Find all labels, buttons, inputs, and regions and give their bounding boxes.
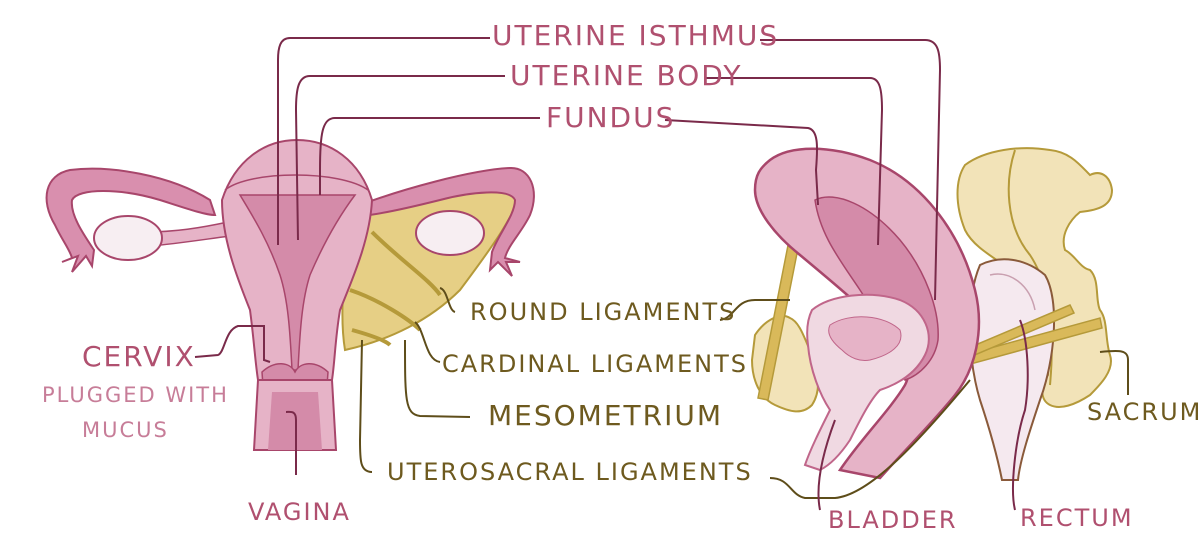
label-sacrum: Sacrum (1087, 398, 1198, 426)
label-fundus: Fundus (546, 101, 676, 134)
frontal-view (45, 138, 535, 451)
label-cervix-note-2: Mucus (82, 418, 169, 442)
label-uterine-body: Uterine Body (510, 59, 743, 92)
leader-lines (194, 37, 1129, 511)
label-round-ligaments: Round ligaments (470, 298, 737, 326)
sagittal-view (750, 147, 1114, 481)
label-cervix: Cervix (82, 340, 196, 373)
rectum (968, 258, 1056, 481)
label-rectum: Rectum (1020, 504, 1134, 532)
label-cardinal-ligaments: Cardinal ligaments (442, 350, 748, 378)
label-mesometrium: Mesometrium (488, 399, 723, 432)
right-ovary (415, 210, 485, 256)
label-uterine-isthmus: Uterine Isthmus (492, 19, 780, 52)
left-fallopian-tube (45, 167, 217, 273)
uterus-sagittal (753, 147, 981, 480)
right-fallopian-tube (359, 166, 535, 277)
label-cervix-note-1: Plugged With (42, 383, 229, 407)
label-vagina: Vagina (248, 498, 351, 526)
label-uterosacral-ligaments: Uterosacral ligaments (387, 458, 753, 486)
left-ovary (93, 215, 163, 261)
label-bladder: Bladder (828, 506, 958, 534)
